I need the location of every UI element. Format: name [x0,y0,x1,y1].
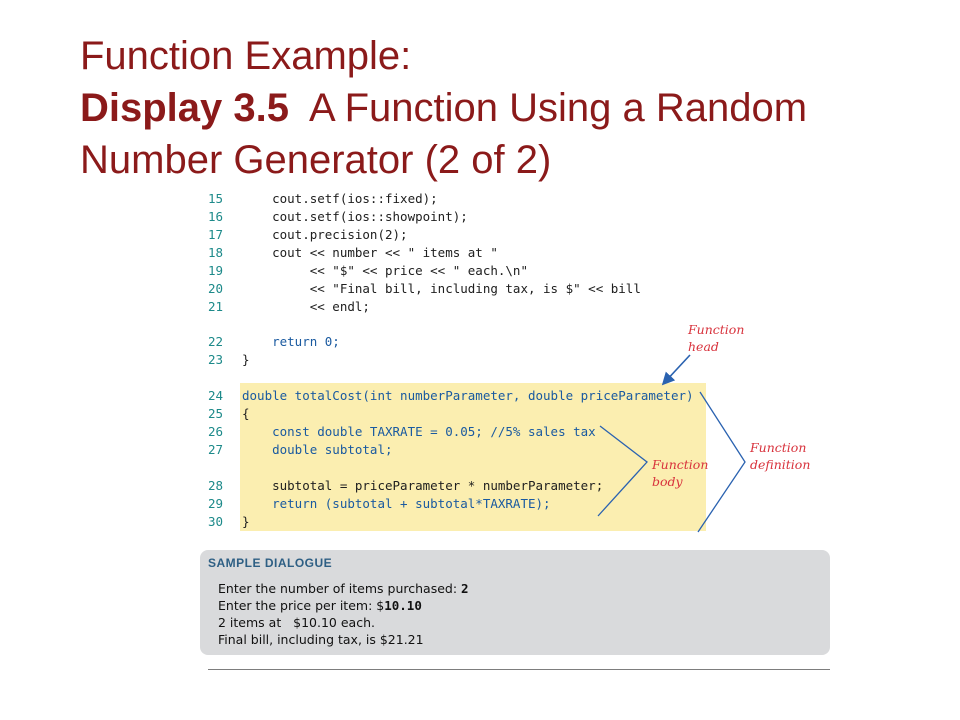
line-number: 15 [208,191,224,206]
code-text: cout << number << " items at " [242,245,498,260]
dialogue-prompt: Enter the number of items purchased: [218,581,462,596]
line-number: 18 [208,245,224,260]
function-definition-label: Function definition [750,439,810,473]
code-text: cout.precision(2); [242,227,408,242]
slide-title: Function Example: Display 3.5 A Function… [80,30,940,186]
title-line-2-rest: A Function Using a Random [289,86,808,130]
title-display-label: Display 3.5 [80,86,290,130]
code-text: { [242,406,250,421]
code-text: << endl; [242,299,370,314]
annotation-text: body [652,474,683,489]
code-text: cout.setf(ios::showpoint); [242,209,468,224]
function-definition-bracket [697,391,746,533]
dialogue-line: Enter the price per item: $10.10 [218,597,422,614]
line-number: 16 [208,209,224,224]
line-number: 21 [208,299,224,314]
function-body-label: Function body [652,456,708,490]
annotation-text: Function [652,457,709,472]
code-text: return (subtotal + subtotal*TAXRATE); [242,496,551,511]
line-number: 20 [208,281,224,296]
dialogue-line: Enter the number of items purchased: 2 [218,580,469,597]
code-listing: 15 cout.setf(ios::fixed); 16 cout.setf(i… [200,190,840,540]
function-head-label: Function head [688,321,744,355]
code-text: double subtotal; [242,442,393,457]
line-number: 30 [208,514,224,529]
code-text: << "$" << price << " each.\n" [242,263,528,278]
dialogue-line: 2 items at $10.10 each. [218,615,375,630]
code-text: const double TAXRATE = 0.05; //5% sales … [242,424,596,439]
line-number: 27 [208,442,224,457]
title-line-3: Number Generator (2 of 2) [80,138,552,182]
title-line-1: Function Example: [80,34,412,78]
line-number: 22 [208,334,224,349]
annotation-text: head [688,339,719,354]
dialogue-prompt: Enter the price per item: $ [218,598,385,613]
line-number: 28 [208,478,224,493]
annotation-text: Function [750,440,807,455]
line-number: 29 [208,496,224,511]
annotation-text: definition [750,457,811,472]
code-text: } [242,352,250,367]
dialogue-input: 2 [461,581,469,596]
bottom-divider [208,669,830,670]
code-text: << "Final bill, including tax, is $" << … [242,281,641,296]
code-text: } [242,514,250,529]
code-text: subtotal = priceParameter * numberParame… [242,478,604,493]
line-number: 17 [208,227,224,242]
title-line-2: Display 3.5 A Function Using a Random [80,82,940,134]
line-number: 26 [208,424,224,439]
annotation-text: Function [688,322,745,337]
code-text: double totalCost(int numberParameter, do… [242,388,694,403]
code-text: cout.setf(ios::fixed); [242,191,438,206]
dialogue-line: Final bill, including tax, is $21.21 [218,632,424,647]
sample-dialogue-box: SAMPLE DIALOGUE Enter the number of item… [200,550,830,655]
code-text: return 0; [242,334,340,349]
function-head-arrow [661,354,691,386]
function-definition-highlight [240,383,706,531]
function-body-bracket [597,425,648,517]
sample-dialogue-heading: SAMPLE DIALOGUE [208,556,333,570]
line-number: 23 [208,352,224,367]
line-number: 19 [208,263,224,278]
line-number: 25 [208,406,224,421]
dialogue-input: 10.10 [384,598,422,613]
line-number: 24 [208,388,224,403]
